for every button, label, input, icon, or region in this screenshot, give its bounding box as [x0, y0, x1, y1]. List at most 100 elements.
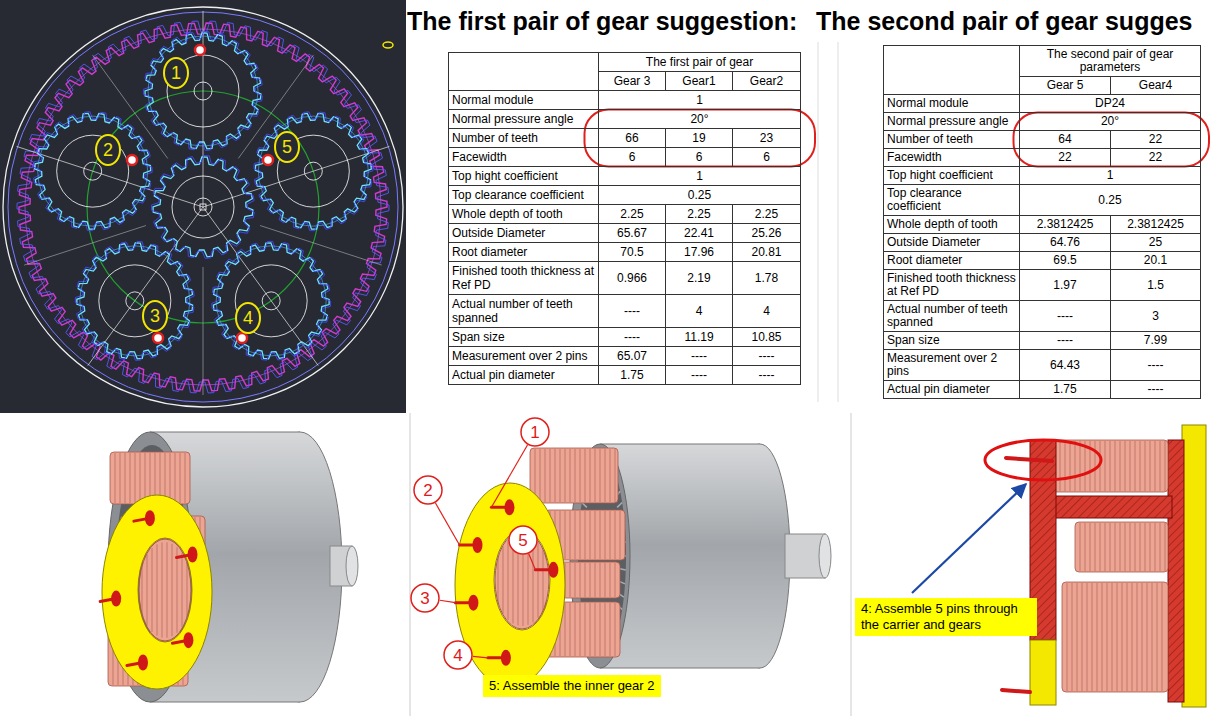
illustration-shape: [172, 176, 234, 238]
gear-tooth: [605, 603, 606, 656]
pin: [535, 568, 553, 571]
table-cell-text: Top hight coefficient: [887, 168, 993, 182]
table-cell-text: 1.5: [1147, 278, 1164, 292]
gear-tooth: [130, 453, 131, 503]
illustration-shape: [99, 265, 171, 337]
sun-gear: [152, 156, 255, 259]
gear-tooth: [1165, 523, 1166, 571]
table-cell: 65.07: [599, 347, 666, 366]
gear-tooth: [170, 453, 171, 503]
gear-tooth: [570, 511, 571, 559]
callout-circle: [411, 584, 439, 612]
gear-tooth: [1070, 441, 1071, 491]
table-cell-text: Normal pressure angle: [452, 112, 573, 126]
table-cell-text: 2.25: [620, 207, 643, 221]
table-cell: Finished tooth thickness at Ref PD: [449, 262, 599, 295]
illustration-shape: [383, 42, 393, 48]
table-row: Whole depth of tooth2.252.252.25: [449, 205, 801, 224]
gear-tooth: [172, 544, 173, 636]
table-cell-text: Finished tooth thickness at Ref PD: [887, 271, 1016, 298]
table-cell-text: Facewidth: [887, 150, 942, 164]
illustration-shape: [194, 198, 212, 216]
callout-box: 2: [101, 140, 115, 160]
table-cell-text: 25.26: [751, 226, 781, 240]
leader-line: [491, 445, 527, 507]
table-row: Facewidth2222: [884, 149, 1201, 167]
pin: [100, 599, 116, 602]
heading: The first pair of gear suggestion:: [407, 7, 797, 35]
gear-tooth: [1105, 441, 1106, 491]
table-row: Normal moduleDP24: [884, 95, 1201, 113]
highlight-ellipse: [1014, 113, 1210, 167]
planet-gear: [77, 243, 193, 359]
table-cell-text: 6: [763, 150, 770, 164]
table-cell-text: 22.41: [684, 226, 714, 240]
gear-tooth: [565, 511, 566, 559]
gear-tooth: [1100, 523, 1101, 571]
gear-tooth: [620, 511, 621, 559]
pin: [134, 518, 150, 521]
table-cell: Normal module: [449, 91, 599, 110]
ring-tooth: [620, 569, 626, 570]
gear-tooth: [543, 550, 544, 611]
table-cell-text: Root diameter: [887, 253, 962, 267]
table-row: Span size----11.1910.85: [449, 328, 801, 347]
table-cell: Number of teeth: [884, 131, 1020, 149]
pin: [455, 601, 473, 604]
illustration-shape: [148, 36, 258, 146]
table-cell: Root diameter: [884, 252, 1020, 270]
gear-tooth: [1122, 583, 1123, 691]
table-cell-text: 6: [696, 150, 703, 164]
table-cell: Measurement over 2 pins: [449, 347, 599, 366]
table-row: Number of teeth661923: [449, 129, 801, 148]
table-cell: 4: [733, 295, 801, 328]
panel-frame: [410, 413, 411, 716]
table-row: Normal pressure angle 20°: [449, 110, 801, 129]
table-cell-text: 20°: [690, 112, 708, 126]
gear-tooth: [1160, 523, 1161, 571]
table-cell-text: ----: [1148, 382, 1164, 396]
gear-tooth: [1107, 583, 1108, 691]
table-cell-text: Gear 3: [614, 74, 651, 88]
gear-body: [1062, 582, 1168, 692]
gear-tooth: [595, 511, 596, 559]
pin-marker: [195, 45, 205, 55]
table-cell: Actual pin diameter: [884, 381, 1020, 399]
table-cell: Gear2: [733, 72, 801, 91]
gear-tooth: [1090, 523, 1091, 571]
table-row: Finished tooth thickness at Ref PD0.9662…: [449, 262, 801, 295]
table-cell: 0.966: [599, 262, 666, 295]
table-cell: 23: [733, 129, 801, 148]
table-cell: 2.3812425: [1111, 216, 1201, 234]
table-cell-text: 3: [1152, 309, 1159, 323]
table-row: Top hight coefficient1: [884, 167, 1201, 185]
table-cell: ----: [1111, 381, 1201, 399]
table-row: Root diameter69.520.1: [884, 252, 1201, 270]
callout-circle: [521, 418, 549, 446]
carrier-plate: [1030, 640, 1056, 705]
gear-tooth: [610, 563, 611, 597]
table-cell-text: 65.67: [617, 226, 647, 240]
gear-tooth: [1117, 583, 1118, 691]
table-cell: Top hight coefficient: [449, 167, 599, 186]
gear-tooth: [1130, 441, 1131, 491]
table-cell-text: Measurement over 2 pins: [452, 349, 587, 363]
gear-tooth: [580, 511, 581, 559]
gear-tooth: [187, 562, 188, 617]
gear-tooth: [1110, 441, 1111, 491]
gear-tooth: [503, 546, 504, 614]
table-cell: 17.96: [666, 243, 733, 262]
gear-tooth: [595, 603, 596, 656]
callout-number: 3: [148, 306, 162, 326]
table-cell-text: 69.5: [1053, 253, 1076, 267]
center-line: [260, 226, 382, 266]
gear-tooth: [615, 449, 616, 502]
gear-tooth: [575, 603, 576, 656]
table-cell-text: Normal module: [452, 93, 533, 107]
table-cell: ----: [666, 347, 733, 366]
table-cell: ----: [599, 295, 666, 328]
highlight-ellipse: [985, 440, 1101, 480]
table-cell: Normal pressure angle: [884, 113, 1020, 131]
shape-group: [0, 0, 406, 413]
table-cell-text: Number of teeth: [452, 131, 538, 145]
